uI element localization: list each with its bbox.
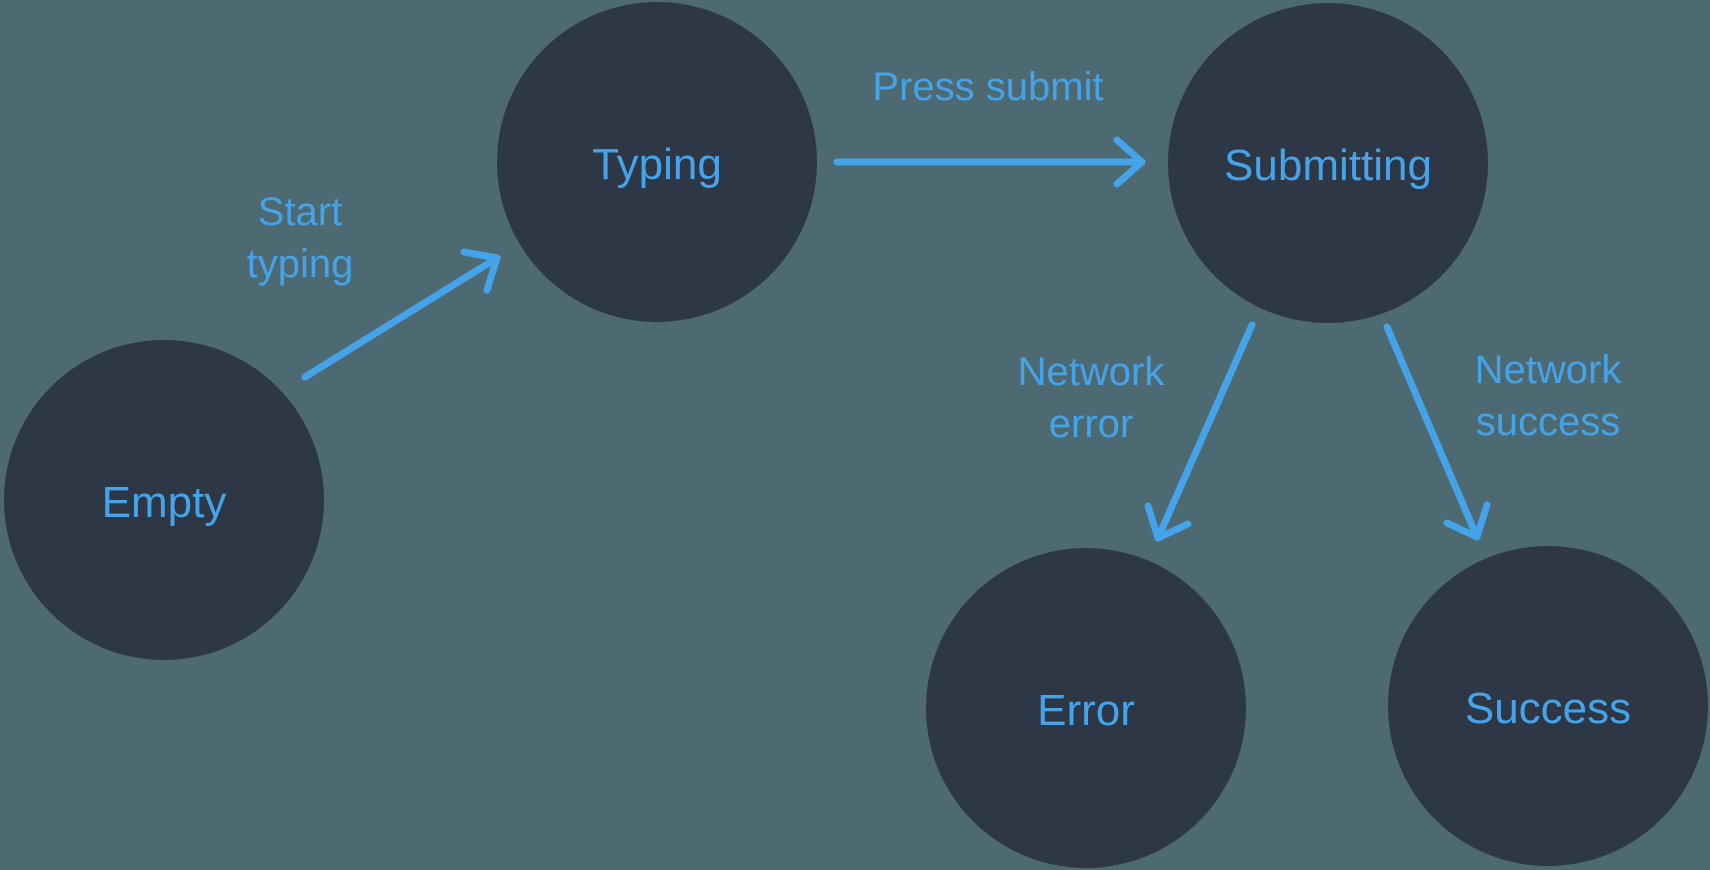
edge-start-typing-arrowhead-icon: [460, 248, 501, 294]
edge-press-submit-arrowhead-icon: [1113, 136, 1146, 188]
edge-network-success-line: [1383, 323, 1481, 541]
edge-network-success-arrowhead-icon: [1443, 501, 1491, 541]
edge-network-success-label-line1: Network: [1475, 348, 1623, 392]
state-node-typing-circle: [497, 2, 817, 322]
state-node-success: Success: [1388, 546, 1708, 866]
state-node-submitting-label: Submitting: [1224, 141, 1432, 190]
state-node-typing-label: Typing: [592, 140, 722, 189]
edge-network-error-label-line2: error: [1049, 402, 1133, 446]
edge-network-error-arrowhead-icon: [1144, 502, 1192, 542]
state-node-error-circle: [926, 548, 1246, 868]
state-node-submitting: Submitting: [1168, 3, 1488, 323]
edge-press-submit-label: Press submit: [872, 65, 1103, 109]
edge-network-success-label-line2: success: [1476, 400, 1621, 444]
state-node-error: Error: [926, 548, 1246, 868]
edge-start-typing-label-line1: Start: [258, 190, 342, 234]
edge-network-error: Network error: [1018, 321, 1256, 542]
edge-network-success: Network success: [1383, 323, 1623, 541]
state-node-typing: Typing: [497, 2, 817, 322]
edge-start-typing-label-line2: typing: [247, 242, 354, 286]
edge-start-typing-line: [301, 254, 501, 381]
edge-network-error-line: [1154, 321, 1256, 542]
state-node-empty-circle: [4, 340, 324, 660]
state-node-submitting-circle: [1168, 3, 1488, 323]
state-node-empty: Empty: [4, 340, 324, 660]
edge-press-submit: Press submit: [833, 65, 1146, 188]
state-node-success-label: Success: [1465, 684, 1631, 733]
edge-start-typing: Start typing: [247, 190, 501, 381]
state-node-success-circle: [1388, 546, 1708, 866]
state-node-empty-label: Empty: [102, 478, 227, 527]
edge-network-error-label-line1: Network: [1018, 350, 1166, 394]
state-node-error-label: Error: [1037, 686, 1135, 735]
